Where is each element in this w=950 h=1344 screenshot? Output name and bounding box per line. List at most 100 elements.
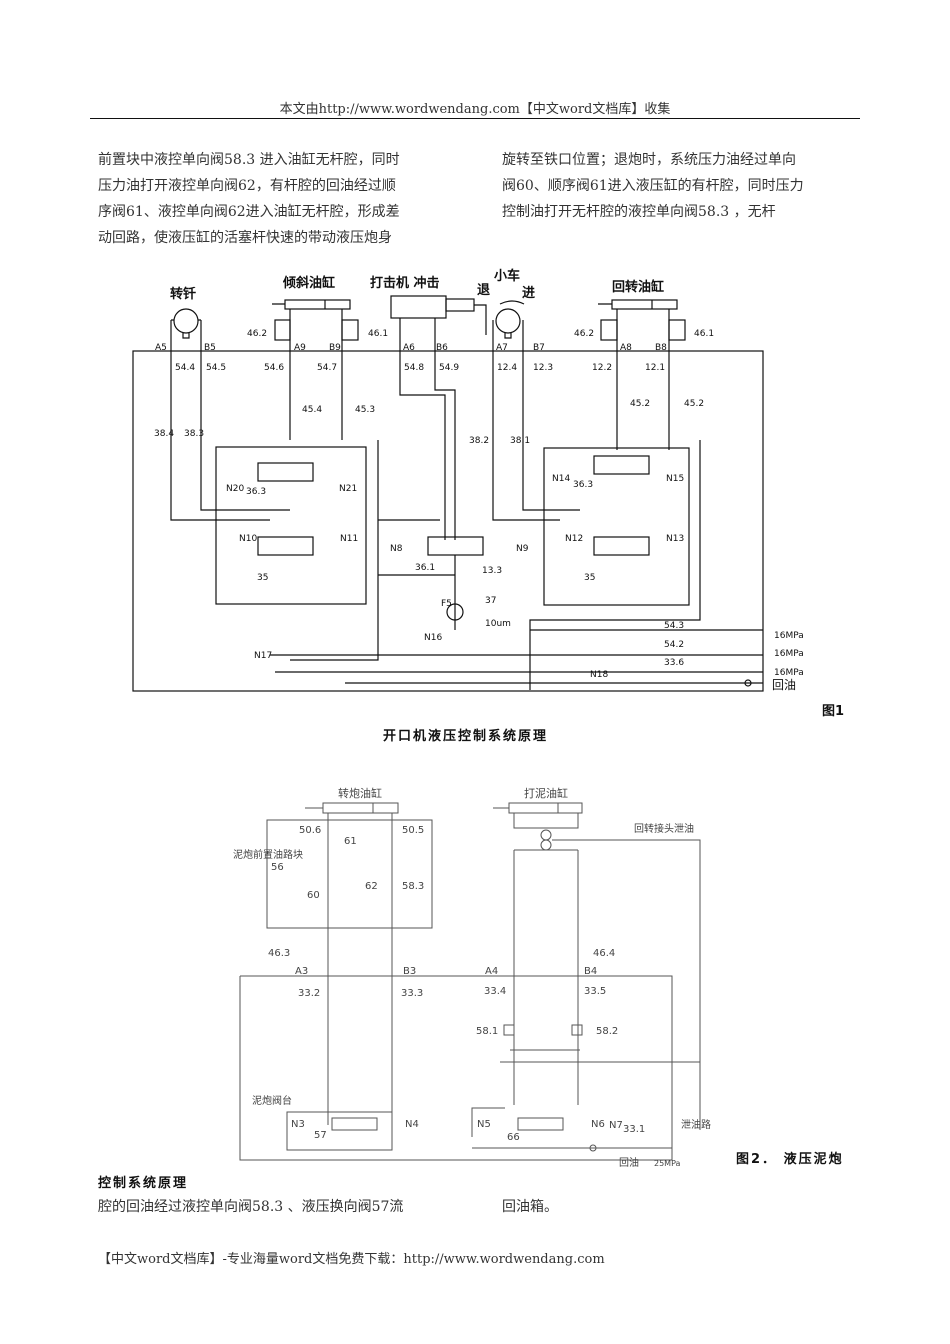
valve-label: 50.5 [402,825,424,836]
valve-label: 54.8 [404,363,424,373]
valve-label: 45.2 [684,399,704,409]
fig2-pressure-label: 25MPa [654,1159,681,1168]
node-label: N9 [516,544,529,554]
valve-label: 54.2 [664,640,684,650]
valve-label: 12.1 [645,363,665,373]
valve-label: 46.4 [593,948,615,959]
check-valve-icon [571,1024,583,1036]
fig2-rotary-leak-label: 回转接头泄油 [634,822,694,835]
valve-label: 62 [365,881,378,892]
valve-label: 45.2 [630,399,650,409]
valve-label: 54.6 [264,363,284,373]
valve-label: 58.2 [596,1026,618,1037]
cylinder-icon [508,802,583,814]
valve-label: 46.1 [694,329,714,339]
port-label: B5 [204,343,216,353]
valve-label: 46.2 [574,329,594,339]
valve-label: 58.3 [402,881,424,892]
text-line: 动回路，使液压缸的活塞杆快速的带动液压炮身 [98,230,392,246]
valve-label: 46.2 [247,329,267,339]
body-text-right: 旋转至铁口位置；退炮时，系统压力油经过单向 阀60、顺序阀61进入液压缸的有杆腔… [502,147,862,225]
port-label: B9 [329,343,341,353]
valve-block-left [215,446,367,605]
directional-valve-icon [257,536,314,556]
valve-label: 33.6 [664,658,684,668]
fig1-frame [132,350,764,692]
node-label: N14 [552,474,570,484]
body-text-bottom-right: 回油箱。 [502,1199,558,1215]
fig1-heading-daji: 打击机 冲击 [370,275,440,291]
node-label: N11 [340,534,358,544]
fig2-front-block [266,819,433,929]
node-label: N5 [477,1119,491,1130]
valve-label: 45.4 [302,405,322,415]
port-label: B4 [584,966,597,977]
valve-label: 56 [271,862,284,873]
filter-icon [446,603,464,621]
fig1-heading-xiaoche: 小车 [494,268,520,284]
valve-label: 38.2 [469,436,489,446]
valve-label: 54.5 [206,363,226,373]
node-label: N8 [390,544,403,554]
valve-label: 33.5 [584,986,606,997]
fig2-valve-table [286,1111,393,1151]
figure1-number: 图1 [822,704,845,719]
node-label: N3 [291,1119,305,1130]
motor-icon [495,308,521,334]
valve-label: 54.7 [317,363,337,373]
fig1-heading-tui: 退 [477,283,490,298]
valve-label: 66 [507,1132,520,1143]
valve-label: 37 [485,596,496,606]
port-label: A9 [294,343,306,353]
valve-label: 45.3 [355,405,375,415]
valve-label: 61 [344,836,357,847]
valve-label: 54.9 [439,363,459,373]
directional-valve-icon [331,1117,378,1131]
valve-label: 12.3 [533,363,553,373]
page-header: 本文由http://www.wordwendang.com【中文word文档库】… [279,102,671,117]
valve-label: 33.3 [401,988,423,999]
valve-label: 46.1 [368,329,388,339]
valve-label: 35 [584,573,595,583]
body-text-left: 前置块中液控单向阀58.3 进入油缸无杆腔，同时 压力油打开液控单向阀62，有杆… [98,147,478,251]
port-label: B6 [436,343,448,353]
node-label: N6 [591,1119,605,1130]
node-label: N20 [226,484,244,494]
fig2-block-label: 泥炮前置油路块 [233,848,303,861]
valve-label: 12.4 [497,363,517,373]
port-label: B3 [403,966,416,977]
port-label: A8 [620,343,632,353]
text-line: 旋转至铁口位置；退炮时，系统压力油经过单向 [502,152,796,168]
valve-label: 38.4 [154,429,174,439]
fig1-heading-zhuanqian: 转钎 [170,286,196,302]
port-label: A3 [295,966,308,977]
valve-label: 33.1 [623,1124,645,1135]
valve-label: 57 [314,1130,327,1141]
valve-label: 33.2 [298,988,320,999]
valve-block-right [543,447,690,606]
port-label: A7 [496,343,508,353]
check-valve-icon [503,1024,515,1036]
node-label: N13 [666,534,684,544]
text-line: 前置块中液控单向阀58.3 进入油缸无杆腔，同时 [98,152,400,168]
text-line: 序阀61、液控单向阀62进入油缸无杆腔，形成差 [98,204,400,220]
port-label: A4 [485,966,498,977]
valve-label: 50.6 [299,825,321,836]
node-label: N15 [666,474,684,484]
valve-label: 54.3 [664,621,684,631]
valve-label: 36.1 [415,563,435,573]
figure2-title: 图2． 液压泥炮 [736,1152,844,1167]
fig1-heading-huizhuan: 回转油缸 [612,279,664,295]
node-label: N21 [339,484,357,494]
body-text-bottom-left: 腔的回油经过液控单向阀58.3 、液压换向阀57流 [98,1199,404,1215]
valve-label: 38.1 [510,436,530,446]
valve-label: 54.4 [175,363,195,373]
check-valve-icon [589,1144,597,1152]
valve-label: 13.3 [482,566,502,576]
fig1-heading-jin: 进 [522,286,535,301]
directional-valve-icon [593,536,650,556]
node-label: N7 [609,1120,623,1131]
node-label: N17 [254,651,272,661]
port-label: B8 [655,343,667,353]
